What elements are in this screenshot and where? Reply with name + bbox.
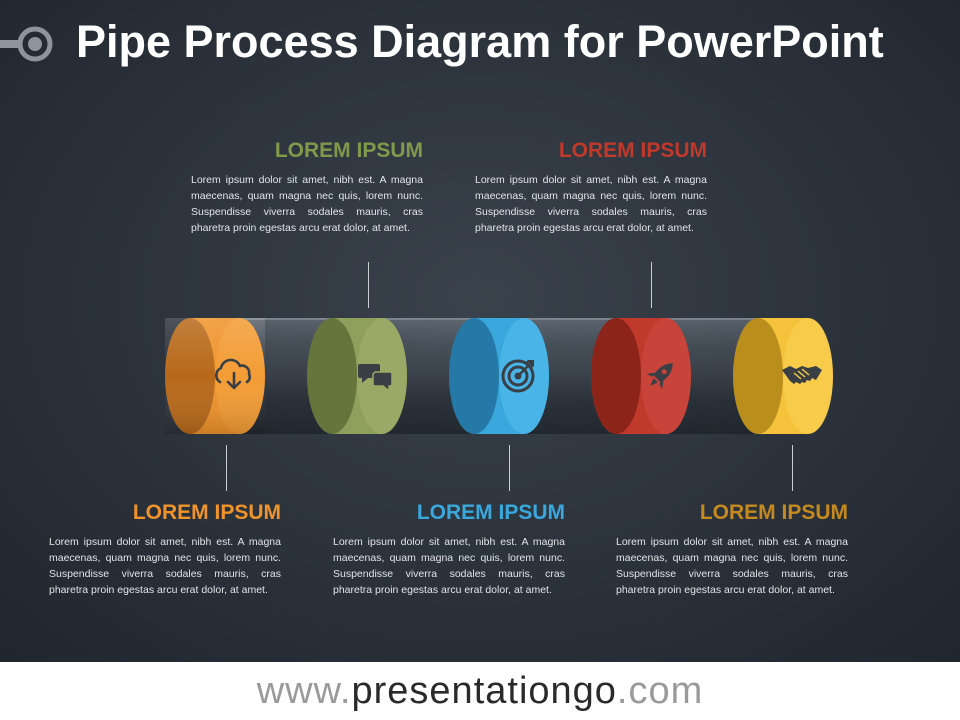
- stage-3-heading: LOREM IPSUM: [416, 501, 565, 524]
- footer-suffix: .com: [616, 670, 704, 712]
- chat-bubbles-icon: [358, 364, 393, 393]
- callout-stage-3: LOREM IPSUM Lorem ipsum dolor sit amet, …: [333, 500, 565, 598]
- connector-stage-2: [368, 262, 369, 308]
- stage-2-heading: LOREM IPSUM: [274, 139, 423, 162]
- stage-5-text: Lorem ipsum dolor sit amet, nibh est. A …: [616, 536, 848, 596]
- callout-stage-2: LOREM IPSUM Lorem ipsum dolor sit amet, …: [191, 138, 423, 236]
- stage-2-text: Lorem ipsum dolor sit amet, nibh est. A …: [191, 174, 423, 234]
- callout-stage-5: LOREM IPSUM Lorem ipsum dolor sit amet, …: [616, 500, 848, 598]
- slide-canvas: Pipe Process Diagram for PowerPoint LORE…: [0, 0, 960, 662]
- cloud-download-icon: [215, 358, 252, 390]
- connector-stage-4: [651, 262, 652, 308]
- pipe-segment-1: [165, 318, 265, 434]
- stage-5-heading: LOREM IPSUM: [699, 501, 848, 524]
- connector-stage-5: [792, 445, 793, 491]
- slide-title: Pipe Process Diagram for PowerPoint: [76, 16, 884, 67]
- pipe-logo-icon: [0, 26, 53, 62]
- handshake-icon: [782, 366, 822, 384]
- stage-4-heading: LOREM IPSUM: [558, 139, 707, 162]
- stage-1-heading: LOREM IPSUM: [132, 501, 281, 524]
- pipe-diagram: [165, 318, 833, 434]
- footer-domain: presentationgo: [351, 670, 617, 712]
- pipe-segment-4: [591, 318, 691, 434]
- pipe-segment-2: [307, 318, 407, 434]
- connector-stage-3: [509, 445, 510, 491]
- rocket-icon: [646, 363, 673, 390]
- footer-prefix: www.: [256, 670, 352, 712]
- target-icon: [501, 359, 535, 393]
- stage-4-text: Lorem ipsum dolor sit amet, nibh est. A …: [475, 174, 707, 234]
- stage-3-text: Lorem ipsum dolor sit amet, nibh est. A …: [333, 536, 565, 596]
- stage-1-text: Lorem ipsum dolor sit amet, nibh est. A …: [49, 536, 281, 596]
- callout-stage-4: LOREM IPSUM Lorem ipsum dolor sit amet, …: [475, 138, 707, 236]
- callout-stage-1: LOREM IPSUM Lorem ipsum dolor sit amet, …: [49, 500, 281, 598]
- footer-website-link[interactable]: www.presentationgo.com: [257, 670, 704, 712]
- connector-stage-1: [226, 445, 227, 491]
- footer: www.presentationgo.com: [0, 662, 960, 720]
